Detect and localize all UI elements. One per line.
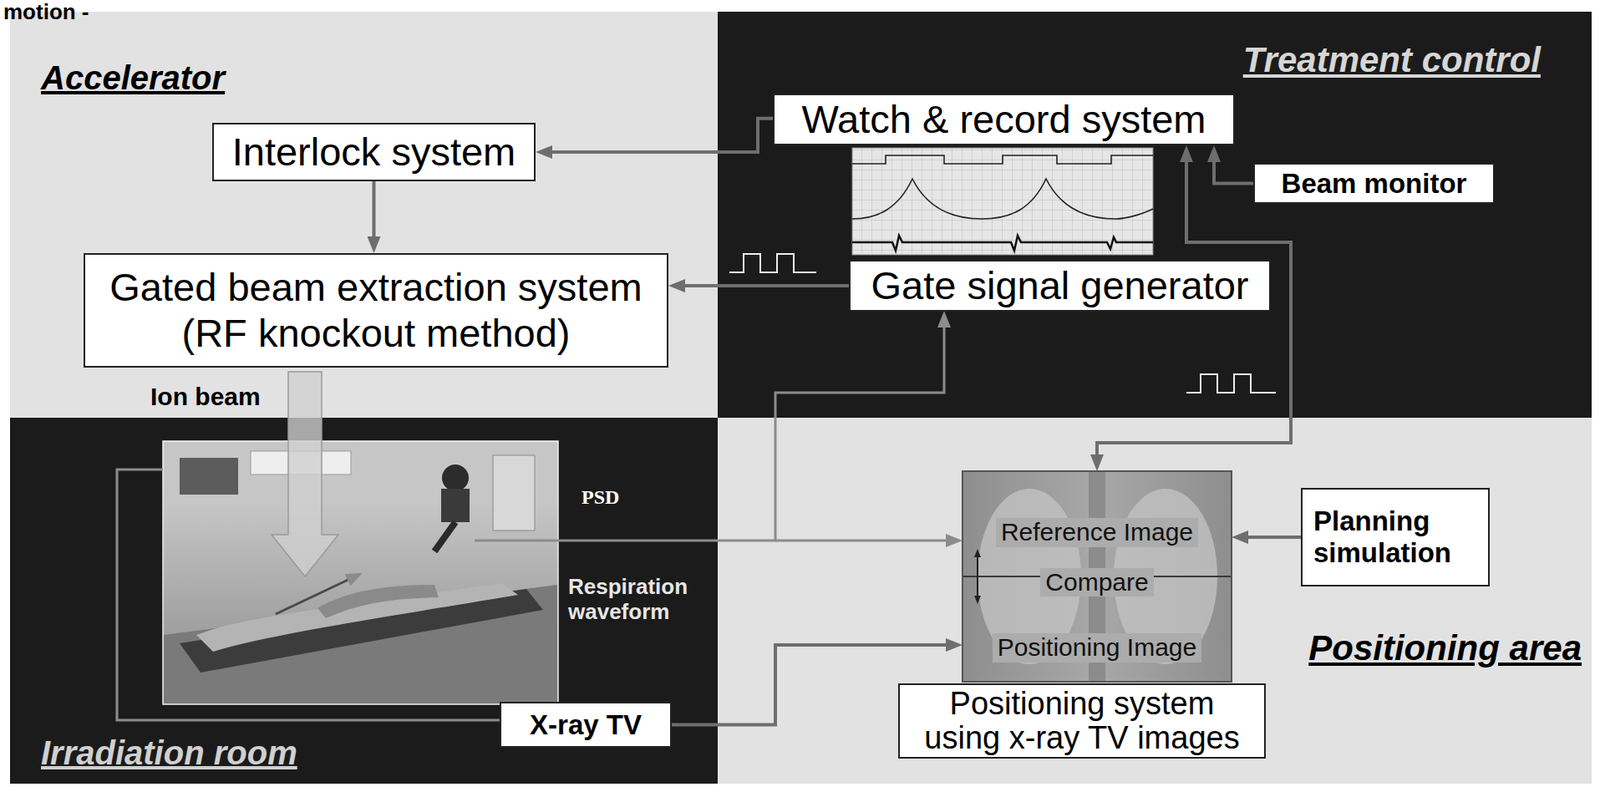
xray-tv-wire [116,469,500,721]
beam-trace [852,235,1154,251]
xray-frame [962,471,1232,682]
photo-door [492,455,535,531]
ion-beam-arrow [271,371,339,577]
box-label: Gated beam extraction system (RF knockou… [96,264,656,356]
signal-connector [676,284,849,288]
process-box: Gated beam extraction system (RF knockou… [83,253,669,368]
process-box: Planning simulation [1300,487,1490,587]
process-box: Gate signal generator [848,259,1271,312]
box-label: Beam monitor [1266,167,1482,200]
box-label: Interlock system [225,129,523,175]
photo-frame [162,441,559,705]
image-label: Compare [1040,568,1154,598]
process-box: Beam monitor [1253,162,1495,204]
spine [1088,472,1106,681]
image-compare-panel: Reference ImageComparePositioning Image [962,471,1232,682]
respiration-trace [852,178,1154,219]
process-box: Positioning system using x-ray TV images [898,683,1266,759]
xray-image [962,471,1232,682]
box-label: Gate signal generator [862,263,1258,309]
signal-connector [372,181,376,245]
process-box: Watch & record system [772,93,1235,146]
area-region: AcceleratorInterlock systemGated beam ex… [10,11,718,418]
image-label: Positioning Image [992,633,1202,663]
figure-label: Ion beam [150,382,261,412]
area-region: Treatment controlWatch & record systemBe… [717,11,1592,418]
region-heading: Accelerator [40,58,718,97]
treatment-room-photo [162,441,559,705]
photo-pointer-arrow [275,576,356,615]
process-box: X-ray TV [499,701,672,748]
signal-connector [543,118,773,153]
gate-pulse-symbol [1186,374,1276,393]
signal-connector [1097,153,1291,463]
chart-paper [852,147,1154,255]
xray-tube [441,464,469,492]
psd-mount [434,522,456,552]
box-label: Positioning system using x-ray TV images [914,686,1250,756]
page-title: motion - [3,0,90,25]
region-heading: Treatment control [717,40,1541,81]
figure-label: Respiration waveform [568,574,715,625]
patient-cover [196,583,519,652]
chart-grid [852,147,1154,255]
compare-arrow [976,553,979,600]
box-label: Planning simulation [1313,505,1478,569]
immobilization-shell [317,584,439,619]
signal-connector [1213,153,1254,183]
process-box: Interlock system [212,122,536,182]
signal-connector [1239,535,1301,539]
gate-trace [852,155,1154,164]
xray-arm [441,488,470,523]
psd-image-wire [775,539,955,543]
box-label: Watch & record system [786,96,1222,143]
gate-pulse-symbol [729,253,817,273]
waveform-chart [852,147,1154,255]
signal-connector [671,645,955,726]
photo-wall-device [179,457,239,495]
psd-signal-wire [474,319,945,541]
box-label: X-ray TV [513,709,659,742]
image-label: Reference Image [995,518,1199,548]
figure-label: PSD [581,486,620,510]
area-region: Positioning areaReference ImageComparePo… [717,417,1592,784]
compare-divider [963,575,1231,578]
